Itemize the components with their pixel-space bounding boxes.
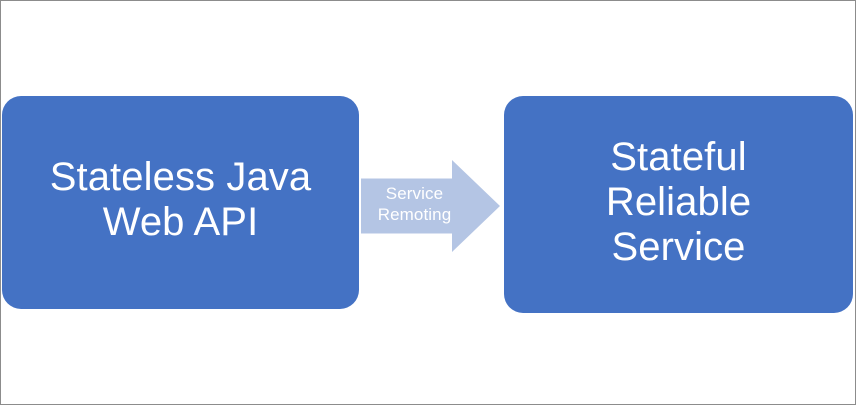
connector-service-remoting[interactable]: Service Remoting — [361, 160, 500, 252]
node-stateless-java-web-api[interactable]: Stateless Java Web API — [2, 96, 359, 309]
connector-label-service-remoting: Service Remoting — [377, 183, 452, 224]
block-arrow-right-icon — [361, 160, 500, 252]
node-stateful-reliable-service[interactable]: Stateful Reliable Service — [504, 96, 853, 313]
